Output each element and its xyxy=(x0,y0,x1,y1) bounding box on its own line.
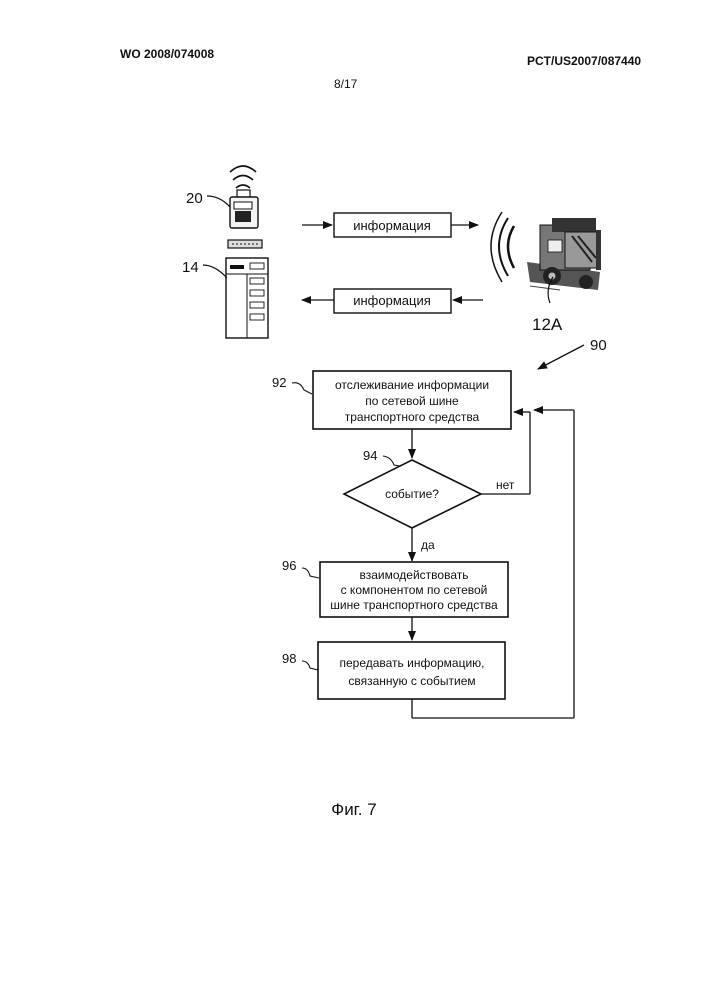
server-ref: 14 xyxy=(182,259,199,276)
info-label-top: информация xyxy=(353,218,431,233)
step-92-line-1: отслеживание информации xyxy=(335,378,489,392)
flow-ref-arrow xyxy=(538,345,584,369)
step-92-line-2: по сетевой шине xyxy=(365,394,459,408)
yes-label: да xyxy=(421,538,435,552)
wireless-device-20 xyxy=(230,166,258,228)
step-96-ref: 96 xyxy=(282,558,296,573)
step-92-line-3: транспортного средства xyxy=(345,410,480,424)
step-98-line-1: передавать информацию, xyxy=(339,656,484,670)
info-label-bottom: информация xyxy=(353,293,431,308)
no-label: нет xyxy=(496,478,515,492)
device-ref: 20 xyxy=(186,190,203,207)
decision-94-label: событие? xyxy=(385,487,439,501)
vehicle-ref: 12A xyxy=(532,315,563,334)
step-98-ref: 98 xyxy=(282,651,296,666)
step-98-line-2: связанную с событием xyxy=(348,674,475,688)
network-connector xyxy=(228,240,262,248)
figure-caption: Фиг. 7 xyxy=(0,800,708,820)
forklift-vehicle-12A xyxy=(527,218,601,290)
server-14 xyxy=(226,258,268,338)
step-98-box xyxy=(318,642,505,699)
step-92-ref: 92 xyxy=(272,375,286,390)
step-94-ref: 94 xyxy=(363,448,377,463)
step-96-line-3: шине транспортного средства xyxy=(330,598,498,612)
step-96-line-1: взаимодействовать xyxy=(360,568,469,582)
flow-ref: 90 xyxy=(590,337,607,354)
step-96-line-2: с компонентом по сетевой xyxy=(341,583,488,597)
wireless-signal-icon xyxy=(491,212,514,282)
